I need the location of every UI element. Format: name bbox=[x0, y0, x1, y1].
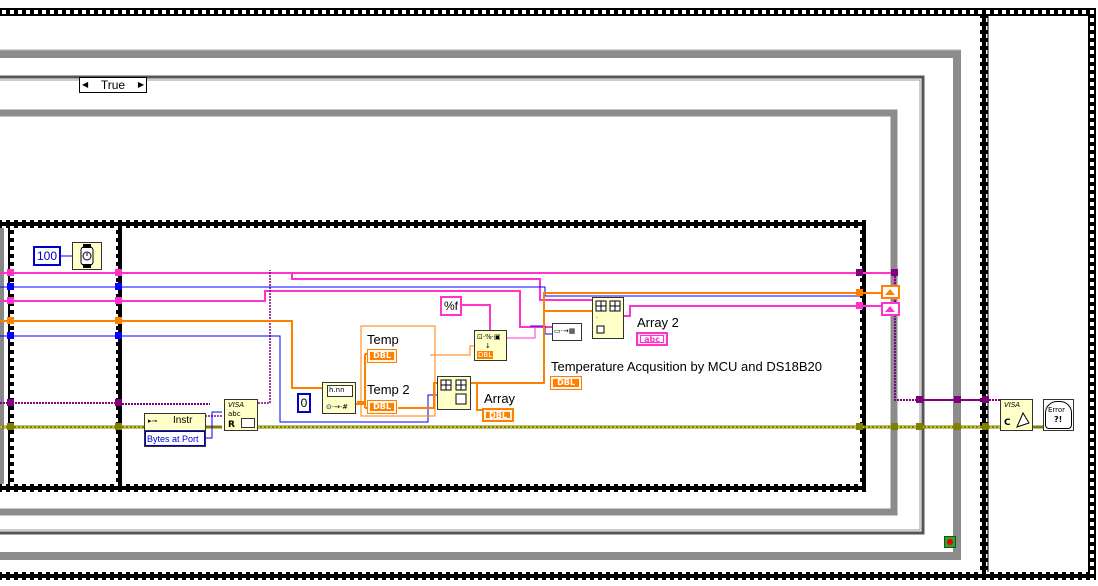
array2-label: Array 2 bbox=[637, 315, 679, 330]
property-node-class: ▸⊸ Instr bbox=[145, 414, 205, 431]
property-node[interactable]: ▸⊸ Instr Bytes at Port bbox=[144, 413, 206, 447]
build-array-2-icon[interactable]: · bbox=[592, 297, 624, 339]
while-loop-frame bbox=[0, 49, 961, 560]
tunnels bbox=[7, 269, 989, 430]
property-node-icon: ▸⊸ bbox=[148, 417, 158, 425]
format-string-constant[interactable]: %f bbox=[440, 296, 462, 316]
array2-indicator[interactable]: abc bbox=[636, 332, 668, 346]
temp-group-box bbox=[360, 325, 436, 417]
wait-ms-constant[interactable]: 100 bbox=[33, 246, 61, 266]
zero-constant[interactable]: 0 bbox=[297, 393, 311, 413]
visa-read-icon[interactable]: VISA abc R bbox=[224, 399, 258, 431]
build-array-icon[interactable] bbox=[437, 376, 471, 410]
array-to-string-icon[interactable]: ▭·→▦ bbox=[552, 323, 582, 341]
temp2-label: Temp 2 bbox=[367, 382, 410, 397]
array-indicator[interactable]: DBL bbox=[482, 408, 514, 422]
case-next-arrow[interactable]: ▶ bbox=[137, 80, 144, 89]
temp-label: Temp bbox=[367, 332, 399, 347]
svg-text:·: · bbox=[596, 315, 598, 322]
case-selector[interactable]: ◀ True ▶ bbox=[79, 77, 147, 93]
case-prev-arrow[interactable]: ◀ bbox=[82, 80, 89, 89]
inner-sequence-frame bbox=[0, 220, 866, 492]
case-selector-value: True bbox=[100, 78, 126, 92]
case-structure-frame bbox=[0, 75, 925, 535]
temp-indicator[interactable]: DBL bbox=[367, 349, 397, 363]
shift-register-pink bbox=[881, 302, 900, 316]
array-label: Array bbox=[484, 391, 516, 406]
scan-from-string-icon[interactable]: h.nn ⊙·→·# bbox=[322, 382, 356, 414]
temperature-acquisition-indicator[interactable]: DBL bbox=[550, 376, 582, 390]
outer-sequence-frame bbox=[0, 8, 1096, 580]
temp2-indicator[interactable]: DBL bbox=[367, 400, 397, 414]
visa-close-icon[interactable]: VISA C bbox=[1000, 399, 1033, 431]
property-node-property[interactable]: Bytes at Port bbox=[145, 431, 205, 446]
shift-register-orange bbox=[881, 285, 900, 299]
format-string-icon[interactable]: ⊡·%·▣ ↓ DBL bbox=[474, 330, 507, 361]
temperature-acquisition-label: Temperature Acqusition by MCU and DS18B2… bbox=[551, 359, 822, 374]
error-handler-icon[interactable]: Error ?! bbox=[1043, 399, 1074, 431]
stop-button-icon[interactable] bbox=[944, 536, 956, 548]
wait-ms-icon[interactable] bbox=[72, 242, 102, 270]
